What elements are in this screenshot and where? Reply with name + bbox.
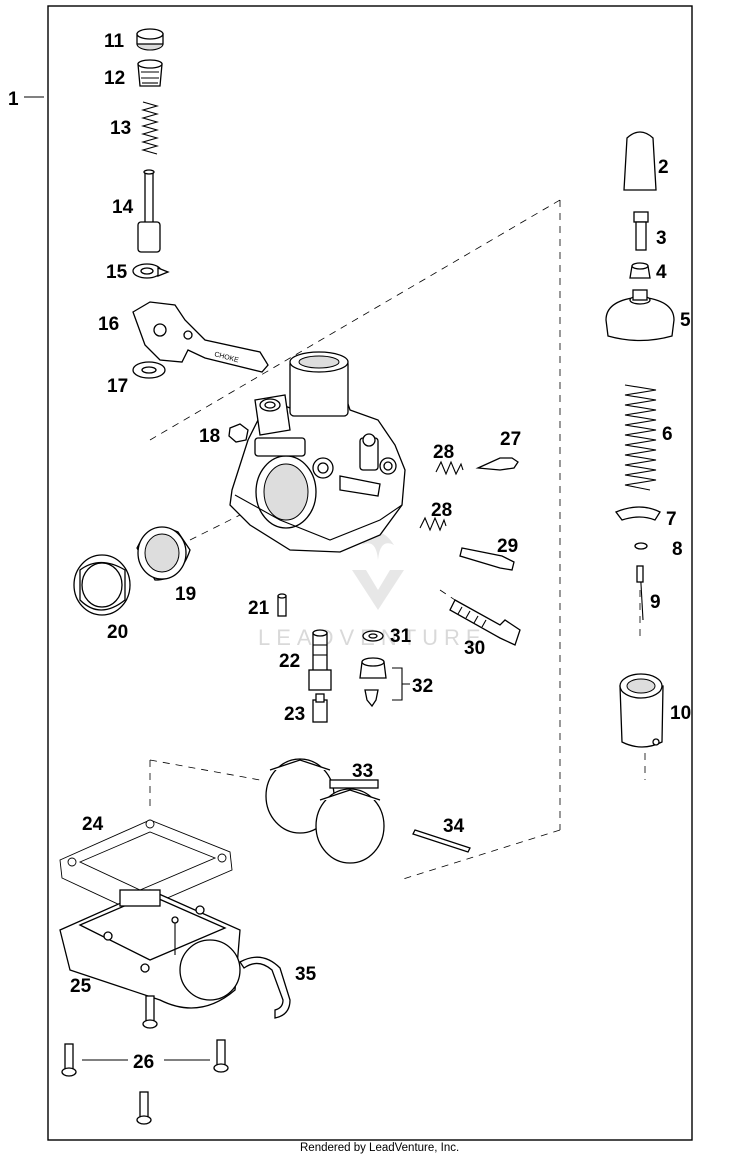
callout-20: 20 — [107, 622, 128, 643]
callout-29: 29 — [497, 536, 518, 557]
callout-6: 6 — [662, 424, 673, 445]
part-4-nut — [629, 262, 651, 279]
callout-28-upper: 28 — [433, 442, 454, 463]
part-28-spring-upper — [435, 460, 464, 476]
part-8-needle-clip — [634, 542, 648, 550]
callout-12: 12 — [104, 68, 125, 89]
callout-33: 33 — [352, 761, 373, 782]
callout-10: 10 — [670, 703, 691, 724]
part-14-choke-plunger — [137, 169, 161, 253]
part-6-slide-spring — [624, 384, 657, 491]
callout-2: 2 — [658, 157, 669, 178]
part-11-rubber-cap — [136, 28, 164, 51]
callout-22: 22 — [279, 651, 300, 672]
part-32-float-valve — [359, 657, 410, 708]
part-34-float-pin — [412, 829, 471, 853]
callout-13: 13 — [110, 118, 131, 139]
part-29-idle-screw — [459, 547, 515, 571]
callout-27: 27 — [500, 429, 521, 450]
part-17-washer — [132, 361, 166, 379]
callout-4: 4 — [656, 262, 667, 283]
callout-21: 21 — [248, 598, 270, 619]
part-22-needle-jet — [308, 629, 332, 691]
callout-17: 17 — [107, 376, 128, 397]
callout-7: 7 — [666, 509, 677, 530]
part-23-main-jet — [312, 693, 328, 723]
part-18-screw — [228, 423, 249, 443]
callout-23: 23 — [284, 704, 305, 725]
part-9-jet-needle — [636, 565, 644, 621]
part-7-needle-retainer — [614, 506, 661, 521]
callout-25: 25 — [70, 976, 92, 997]
part-21-pilot-jet — [277, 593, 287, 617]
part-30-throttle-stop-screw — [449, 599, 521, 646]
part-25-float-bowl — [59, 889, 241, 1009]
callout-1: 1 — [8, 89, 19, 110]
part-2-rubber-cap — [623, 131, 657, 191]
part-33-float-assembly — [265, 758, 385, 864]
callout-15: 15 — [106, 262, 128, 283]
part-3-cable-adjuster — [633, 211, 649, 251]
callout-31: 31 — [390, 626, 412, 647]
callout-32: 32 — [412, 676, 433, 697]
part-26-bowl-screws — [61, 995, 229, 1125]
callout-24: 24 — [82, 814, 104, 835]
part-19-intake-sleeve — [136, 526, 191, 581]
callout-34: 34 — [443, 816, 465, 837]
part-24-bowl-gasket — [59, 819, 233, 913]
part-15-lock-washer — [132, 263, 170, 279]
part-10-throttle-slide — [619, 673, 664, 748]
callout-11: 11 — [104, 31, 125, 52]
callout-35: 35 — [295, 964, 317, 985]
part-20-clamp-ring — [73, 554, 131, 616]
part-5-top-cap — [605, 289, 675, 342]
part-35-drain-hose — [239, 956, 291, 1019]
callout-30: 30 — [464, 638, 485, 659]
callout-16: 16 — [98, 314, 119, 335]
callout-19: 19 — [175, 584, 196, 605]
callout-28-lower: 28 — [431, 500, 452, 521]
part-28-spring-lower — [419, 516, 447, 532]
part-12-cable-adjuster — [137, 59, 163, 87]
assembly-guide-upper — [149, 199, 561, 881]
callout-14: 14 — [112, 197, 134, 218]
part-27-pilot-screw — [475, 457, 519, 471]
carburetor-body — [229, 351, 406, 553]
callout-3: 3 — [656, 228, 667, 249]
callout-5: 5 — [680, 310, 691, 331]
callout-26: 26 — [133, 1052, 154, 1073]
footer-credit: Rendered by LeadVenture, Inc. — [300, 1142, 459, 1154]
callout-9: 9 — [650, 592, 661, 613]
part-31-washer — [362, 630, 384, 642]
part-16-choke-lever: CHOKE — [132, 301, 269, 373]
callout-8: 8 — [672, 539, 683, 560]
part-13-spring — [140, 101, 160, 155]
callout-18: 18 — [199, 426, 220, 447]
assembly-guide-bowl — [149, 759, 261, 810]
diagram-frame — [47, 5, 693, 1141]
